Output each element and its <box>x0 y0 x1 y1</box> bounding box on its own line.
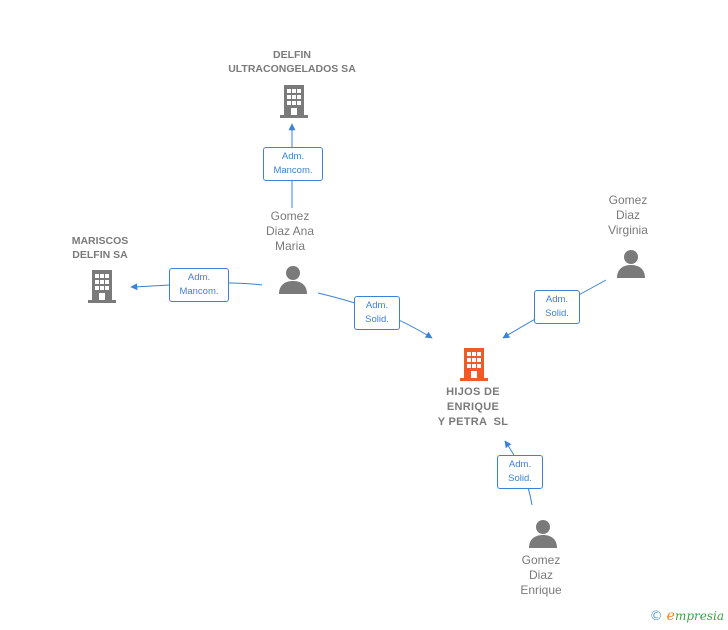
person-label-enrique[interactable]: Gomez Diaz Enrique <box>491 553 591 598</box>
building-icon[interactable] <box>278 84 310 118</box>
person-label-virginia[interactable]: Gomez Diaz Virginia <box>578 193 678 238</box>
company-label-hijos-de-enrique[interactable]: HIJOS DE ENRIQUE Y PETRA SL <box>403 385 543 430</box>
person-label-ana-maria[interactable]: Gomez Diaz Ana Maria <box>240 209 340 254</box>
person-name-line: Gomez <box>521 553 561 567</box>
person-name-line: Gomez <box>270 209 310 223</box>
relation-role: Adm. <box>281 151 305 162</box>
relation-label-enrique-hijos: Adm. Solid. <box>497 455 543 489</box>
relation-type: Solid. <box>365 314 389 325</box>
copyright-symbol: © <box>649 609 663 624</box>
building-icon-focus[interactable] <box>458 347 490 381</box>
company-name-line: DELFIN SA <box>72 249 128 261</box>
relation-label-ana-delfin: Adm. Mancom. <box>263 147 323 181</box>
person-name-line: Virginia <box>608 223 648 237</box>
person-name-line: Gomez <box>608 193 648 207</box>
relation-type: Mancom. <box>273 165 313 176</box>
company-name-line: HIJOS DE <box>446 386 500 398</box>
relation-label-ana-mariscos: Adm. Mancom. <box>169 268 229 302</box>
brand-name: mpresia <box>674 609 724 623</box>
person-name-line: Diaz <box>528 568 553 582</box>
company-name-line: ULTRACONGELADOS SA <box>228 63 356 75</box>
relation-label-virginia-hijos: Adm. Solid. <box>534 290 580 324</box>
relation-role: Adm. <box>365 300 389 311</box>
person-name-line: Enrique <box>520 583 562 597</box>
person-icon[interactable] <box>278 264 308 294</box>
company-label-delfin-ultracongelados[interactable]: DELFIN ULTRACONGELADOS SA <box>212 48 372 76</box>
person-icon[interactable] <box>616 248 646 278</box>
company-name-line: Y PETRA SL <box>437 416 509 428</box>
relation-role: Adm. <box>545 294 569 305</box>
relation-type: Mancom. <box>179 286 219 297</box>
company-name-line: MARISCOS <box>71 235 129 247</box>
company-name-line: DELFIN <box>273 49 311 61</box>
company-name-line: ENRIQUE <box>446 401 500 413</box>
person-icon[interactable] <box>528 518 558 548</box>
relation-role: Adm. <box>187 272 211 283</box>
company-label-mariscos-delfin[interactable]: MARISCOS DELFIN SA <box>50 234 150 262</box>
relation-type: Solid. <box>545 308 569 319</box>
person-name-line: Diaz Ana <box>265 224 315 238</box>
person-name-line: Maria <box>274 239 305 253</box>
building-icon[interactable] <box>86 269 118 303</box>
empresia-logo: ©empresia <box>650 608 724 624</box>
person-name-line: Diaz <box>615 208 640 222</box>
brand-initial: e <box>666 608 675 624</box>
relation-role: Adm. <box>508 459 532 470</box>
relation-label-ana-hijos: Adm. Solid. <box>354 296 400 330</box>
relation-type: Solid. <box>508 473 532 484</box>
